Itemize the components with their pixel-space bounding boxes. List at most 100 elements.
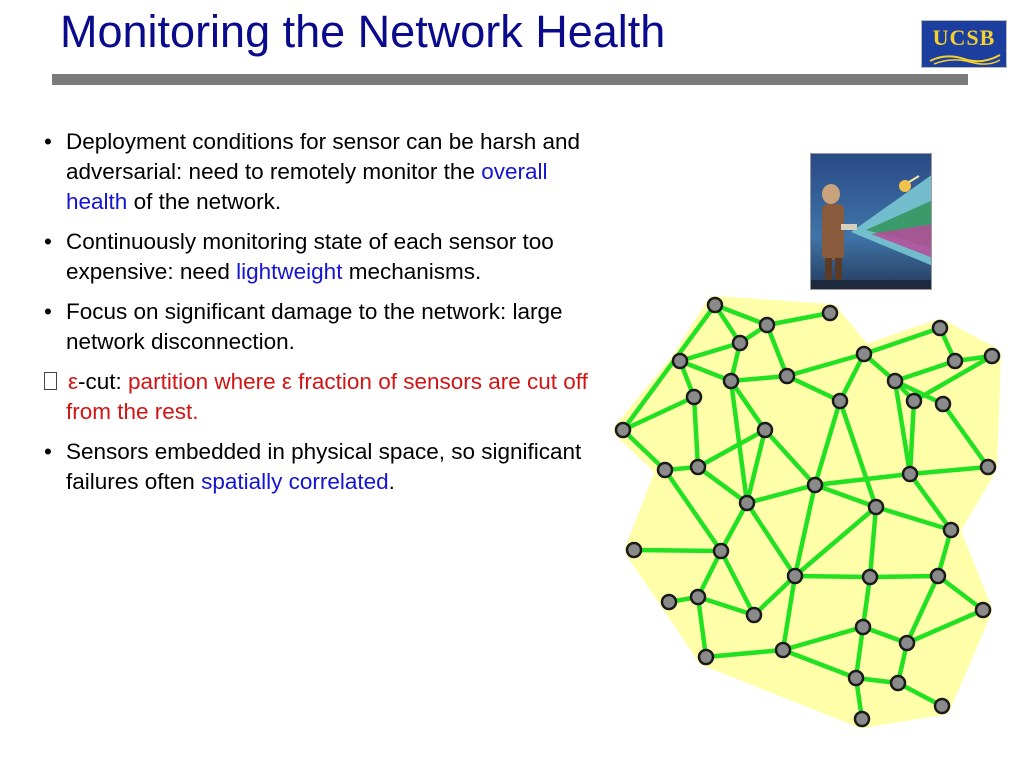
network-link	[691, 394, 701, 470]
bullet-text: Continuously monitoring state of each se…	[66, 229, 554, 284]
sensor-node	[738, 494, 756, 512]
sensor-node	[861, 568, 879, 586]
bullet-text: Deployment conditions for sensor can be …	[66, 129, 581, 184]
sensor-node	[778, 367, 796, 385]
sensor-node	[671, 352, 689, 370]
bullet-text: ε	[68, 369, 79, 394]
sensor-node	[712, 542, 730, 560]
sensor-node	[697, 648, 715, 666]
bullet-dot-icon: •	[44, 229, 52, 254]
sensor-node	[855, 345, 873, 363]
sensor-node	[731, 334, 749, 352]
network-link	[744, 500, 798, 579]
network-link	[662, 467, 724, 554]
bullet-dot-icon: •	[44, 299, 52, 324]
sensor-node	[905, 392, 923, 410]
network-link	[764, 322, 790, 379]
network-link	[792, 573, 873, 580]
bullet-text: Focus on significant damage to the netwo…	[66, 299, 563, 354]
title-divider	[52, 74, 968, 85]
sensor-node	[821, 304, 839, 322]
network-link	[935, 573, 986, 613]
ucsb-logo: UCSB	[921, 20, 1007, 68]
network-link	[677, 358, 734, 384]
bullet-item: • Deployment conditions for sensor can be…	[44, 127, 604, 217]
network-link	[873, 504, 954, 533]
sensor-node	[934, 395, 952, 413]
astronomer-painting-image	[810, 153, 932, 290]
sensor-node	[614, 421, 632, 439]
bullet-text: of the network.	[127, 189, 282, 214]
network-link	[867, 573, 941, 580]
network-link	[904, 607, 986, 646]
network-link	[620, 394, 697, 433]
network-link	[695, 548, 724, 600]
network-link	[695, 427, 768, 470]
network-link	[867, 504, 879, 580]
network-link	[895, 680, 945, 709]
sensor-node	[689, 458, 707, 476]
network-link	[892, 378, 913, 477]
bullet-text: mechanisms.	[342, 259, 482, 284]
sensor-node	[685, 388, 703, 406]
network-link	[904, 573, 941, 646]
sensor-node	[898, 634, 916, 652]
sensor-node	[745, 606, 763, 624]
sensor-node	[831, 392, 849, 410]
network-link	[812, 398, 843, 488]
sensor-node	[625, 541, 643, 559]
network-link	[718, 548, 757, 618]
bullet-text: .	[388, 469, 395, 494]
network-link	[907, 471, 954, 533]
network-link	[695, 464, 750, 506]
network-link	[695, 594, 757, 618]
bullet-dot-icon: •	[44, 439, 52, 464]
sensor-node	[854, 618, 872, 636]
sensor-node	[660, 593, 678, 611]
sensor-node	[689, 588, 707, 606]
bullet-text: spatially correlated	[201, 469, 389, 494]
sensor-node	[946, 352, 964, 370]
sensor-node	[706, 296, 724, 314]
network-link	[911, 353, 995, 404]
network-link	[764, 310, 833, 328]
sensor-node	[786, 567, 804, 585]
sensor-network-diagram	[614, 296, 1001, 728]
bullet-item: • Continuously monitoring state of each s…	[44, 227, 604, 287]
network-link	[631, 547, 724, 554]
bullet-text: Sensors embedded in physical space, so s…	[66, 439, 582, 494]
network-link	[620, 302, 718, 433]
network-link	[792, 482, 818, 579]
network-link	[744, 427, 768, 506]
network-link	[712, 302, 770, 328]
sensor-node	[929, 567, 947, 585]
sensor-node	[886, 372, 904, 390]
network-link	[718, 500, 750, 554]
network-link	[677, 340, 743, 364]
logo-text: UCSB	[932, 25, 996, 50]
bullet-dot-icon: •	[44, 129, 52, 154]
sensor-node	[847, 669, 865, 687]
network-link	[837, 351, 867, 404]
sensor-node	[931, 319, 949, 337]
bullet-text: -cut:	[78, 369, 129, 394]
bullet-item: ε-cut: partition where ε fraction of sen…	[44, 367, 604, 427]
bullet-item: • Focus on significant damage to the netw…	[44, 297, 604, 357]
sensor-node	[983, 347, 1001, 365]
network-link	[812, 471, 913, 488]
network-link	[780, 647, 859, 681]
bullet-list: • Deployment conditions for sensor can be…	[44, 127, 604, 507]
network-link	[780, 573, 798, 653]
sensor-node	[974, 601, 992, 619]
network-link	[762, 427, 818, 488]
missing-glyph-icon	[44, 372, 57, 390]
sensor-node	[867, 498, 885, 516]
sensor-node	[774, 641, 792, 659]
network-link	[728, 378, 750, 506]
network-link	[907, 398, 917, 477]
network-link	[892, 378, 946, 407]
network-link	[695, 594, 709, 660]
sensor-node	[889, 674, 907, 692]
sensor-node	[853, 710, 871, 728]
slide-title: Monitoring the Network Health	[60, 6, 666, 57]
